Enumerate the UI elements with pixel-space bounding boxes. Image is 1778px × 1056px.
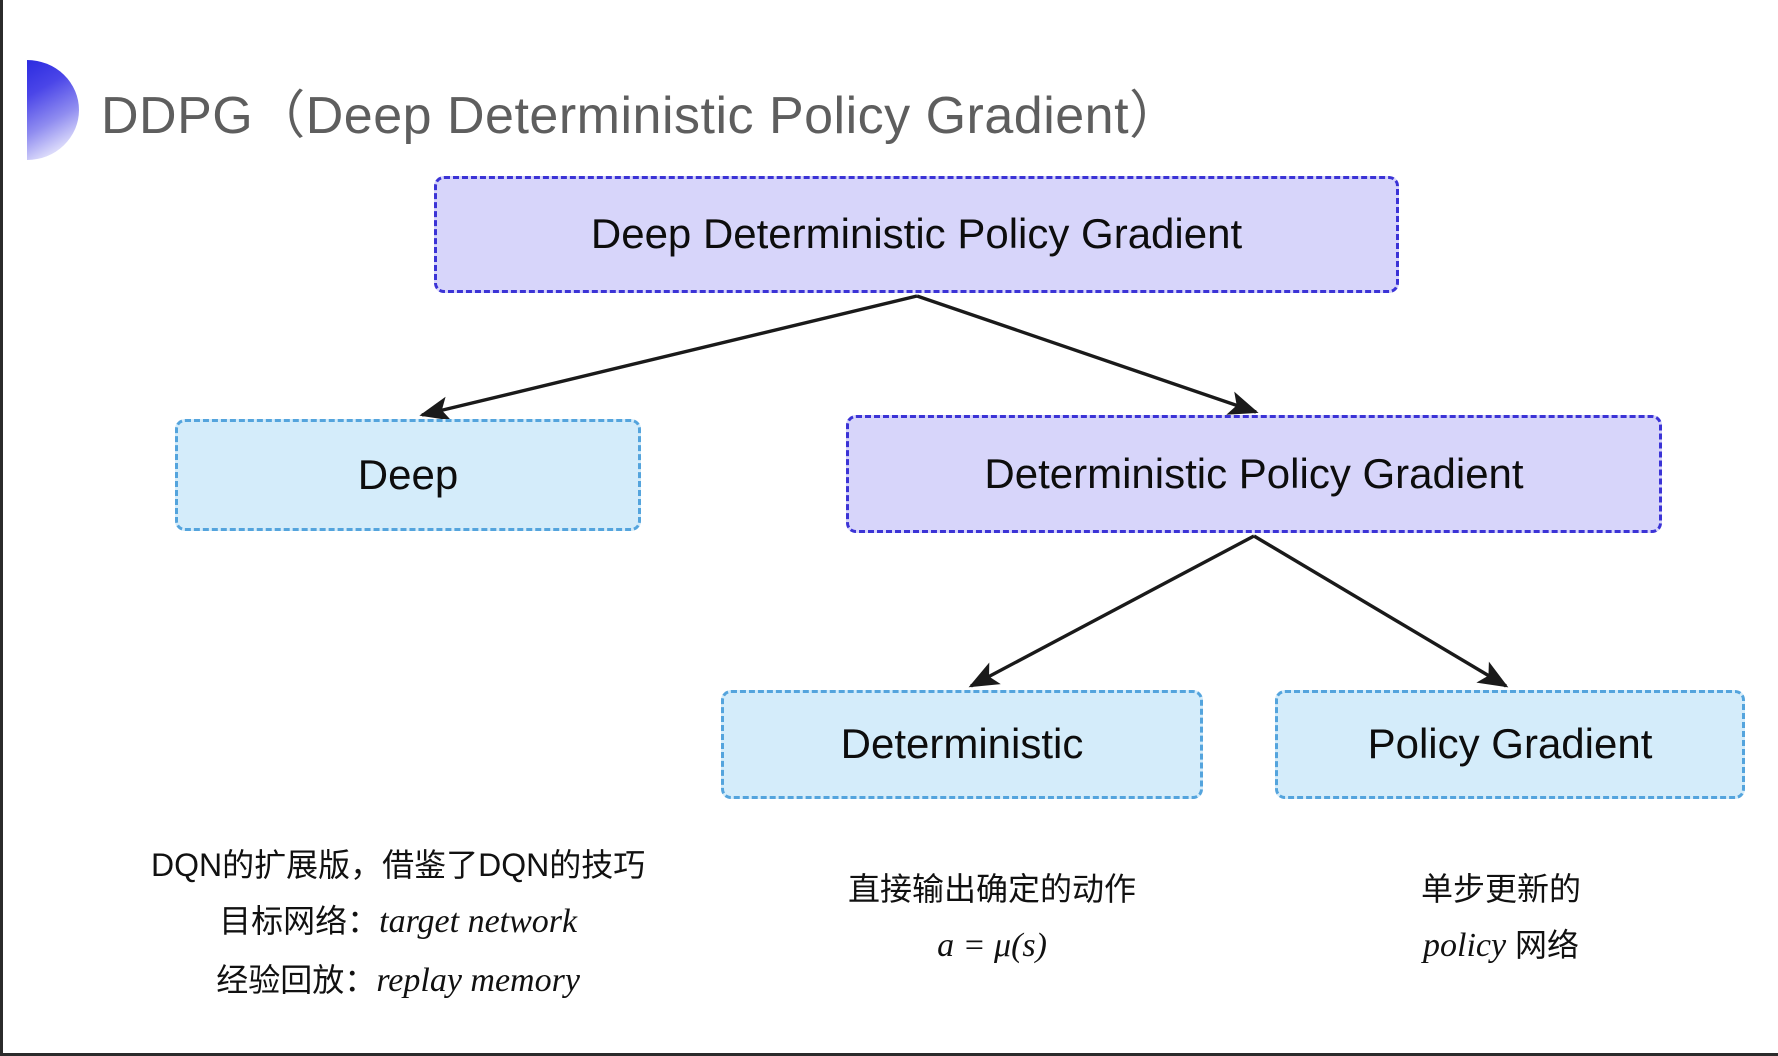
caption-deep-line3: 经验回放：replay memory bbox=[151, 952, 645, 1010]
slide-title-row: DDPG（Deep Deterministic Policy Gradient） bbox=[27, 60, 1182, 160]
node-deterministic-policy-gradient[interactable]: Deterministic Policy Gradient bbox=[846, 415, 1662, 533]
edge-dpg-to-deterministic bbox=[968, 534, 1255, 688]
caption-deep-line3-term: replay memory bbox=[376, 961, 580, 999]
edge-root-to-dpg bbox=[916, 294, 1259, 415]
caption-policy-gradient-line2: policy 网络 bbox=[1421, 917, 1581, 975]
caption-deep: DQN的扩展版，借鉴了DQN的技巧 目标网络：target network 经验… bbox=[151, 838, 645, 1010]
caption-deep-line2-term: target network bbox=[379, 903, 578, 941]
caption-deterministic-line1: 直接输出确定的动作 bbox=[848, 871, 1137, 907]
caption-deep-line1: DQN的扩展版，借鉴了DQN的技巧 bbox=[151, 847, 646, 883]
caption-policy-gradient-term: policy bbox=[1423, 927, 1507, 965]
node-deep-deterministic-policy-gradient[interactable]: Deep Deterministic Policy Gradient bbox=[434, 176, 1399, 293]
node-deep[interactable]: Deep bbox=[175, 419, 641, 531]
caption-deep-line2: 目标网络：target network bbox=[151, 893, 645, 951]
page-title: DDPG（Deep Deterministic Policy Gradient） bbox=[101, 86, 1182, 145]
node-deterministic[interactable]: Deterministic bbox=[721, 690, 1203, 799]
caption-deterministic: 直接输出确定的动作 a = μ(s) bbox=[848, 862, 1136, 976]
node-policy-gradient[interactable]: Policy Gradient bbox=[1275, 690, 1745, 799]
caption-policy-gradient-line1: 单步更新的 bbox=[1421, 871, 1582, 907]
caption-deep-line3-label: 经验回放： bbox=[216, 961, 377, 998]
caption-policy-gradient-suffix: 网络 bbox=[1506, 927, 1579, 964]
edge-dpg-to-policy-gradient bbox=[1253, 534, 1509, 688]
caption-deep-line2-label: 目标网络： bbox=[219, 903, 380, 940]
edge-root-to-deep bbox=[419, 294, 918, 421]
caption-deterministic-formula: a = μ(s) bbox=[937, 927, 1047, 965]
caption-policy-gradient: 单步更新的 policy 网络 bbox=[1421, 862, 1581, 976]
half-circle-gradient-bullet-icon bbox=[27, 60, 79, 160]
